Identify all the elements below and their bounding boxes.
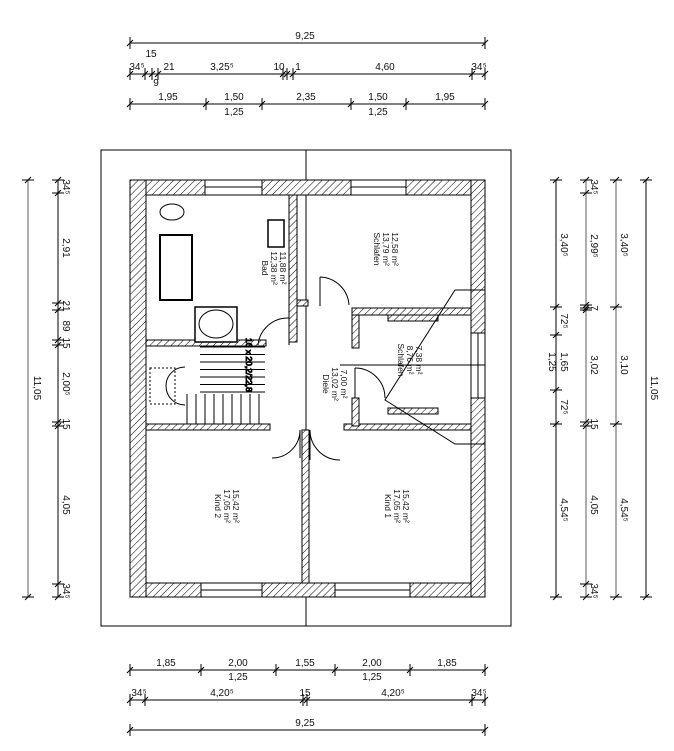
dimension-label: 15 [588,418,599,430]
dimension-label: 3,02 [588,355,599,375]
dimension-label: 2,00 [362,658,382,669]
dimension-label: 34⁵ [471,688,486,699]
dimension-label: 4,05 [588,495,599,515]
dimension-label: 3,40⁵ [618,233,629,257]
room-area1: 13,79 m² [381,232,391,266]
dimension-label: 2,35 [296,92,316,103]
dimension-label: 9,25 [295,718,315,729]
staircase: 16 x 20,2/22,8 [149,338,265,424]
dimension-label: 4,20⁵ [381,688,405,699]
dimension-label: 1,65 [558,352,569,372]
walls [129,179,486,598]
dimension-label: 15 [145,49,157,60]
dimension-label: 4,05 [60,495,71,515]
dimension-label: 34⁵ [60,583,71,598]
stair-label: 16 x 20,2/22,8 [244,338,254,392]
sink-icon [267,219,285,248]
dimension-label: 11,05 [31,376,42,401]
dimension-label: 7 [588,305,599,311]
room-area1: 17,05 m² [392,489,402,523]
dimension-label: 1,85 [437,658,457,669]
dormer-lines [340,289,486,445]
room-name: Diele [321,374,331,394]
dimension-label: 1,25 [368,107,388,118]
dimension-label: 1,25 [362,672,382,683]
dimension-label: 1,55 [295,658,315,669]
dimension-label: 1,95 [435,92,455,103]
dimension-label: 4,60 [375,62,395,73]
dimension-label: 4,20⁵ [210,688,234,699]
room-area1: 13,02 m² [330,367,340,401]
room-area2: 7,00 m² [339,370,349,399]
dimension-label: 34⁵ [471,62,486,73]
dimension-label: 3,25⁵ [210,62,234,73]
dimension-label: 1,25 [224,107,244,118]
room-area2: 11,88 m² [278,252,288,285]
toilet-icon [159,203,185,221]
windows [200,179,486,598]
dimension-label: 2,91 [60,238,71,258]
room-name: Schlafen [372,232,382,265]
dimension-label: 34⁵ [129,62,144,73]
bathroom-fixtures [159,203,285,343]
dimension-label: 15 [60,337,71,349]
bathtub-icon [159,234,193,301]
dimension-label: 1,25 [228,672,248,683]
dimension-label: 1 [295,62,301,73]
dimension-label: 2,00⁵ [60,372,71,396]
dimension-label: 1,85 [156,658,176,669]
dimension-label: 1,50 [224,92,244,103]
dimension-label: 15 [299,688,311,699]
room-area2: 7,38 m² [414,346,424,375]
room-area2: 15,42 m² [401,489,411,523]
dimension-label: 72⁵ [558,313,569,328]
room-area1: 8,76 m² [405,346,415,375]
room-area1: 12,38 m² [269,251,279,285]
dimension-label: 72⁵ [558,399,569,414]
dimension-label: 21 [163,62,175,73]
dimension-label: 34⁵ [588,583,599,598]
dimension-label: 15 [60,418,71,430]
dimension-label: 10 [273,62,285,73]
dimension-label: 11,05 [648,376,659,401]
dimension-label: 2,99⁵ [588,234,599,258]
dimension-label: 34⁵ [60,179,71,194]
dimension-label: 34⁵ [131,688,146,699]
dimension-label: 1,95 [158,92,178,103]
dimension-label: 2,00 [228,658,248,669]
doors [257,276,386,461]
room-area2: 12,58 m² [390,232,400,266]
room-name: Kind 1 [383,494,393,518]
dimension-label: 4,54⁵ [558,498,569,522]
dimension-label: 21 [60,300,71,312]
dimension-label: 4,54⁵ [618,498,629,522]
dimension-label: 1,50 [368,92,388,103]
room-area2: 15,42 m² [231,489,241,523]
room-name: Bad [260,260,270,275]
dimension-label: 34⁵ [588,179,599,194]
dimension-label: 3,10 [618,355,629,375]
room-area1: 17,05 m² [222,489,232,523]
dimension-label: 3,40⁵ [558,233,569,257]
dimension-label: 1,25 [546,352,557,372]
shower-icon [194,306,238,343]
dimension-label: 89 [60,320,71,332]
dimension-label: 9,25 [295,31,315,42]
dimension-label: 9 [153,78,159,89]
room-name: Kind 2 [213,494,223,518]
room-name: Schlafen [396,343,406,376]
